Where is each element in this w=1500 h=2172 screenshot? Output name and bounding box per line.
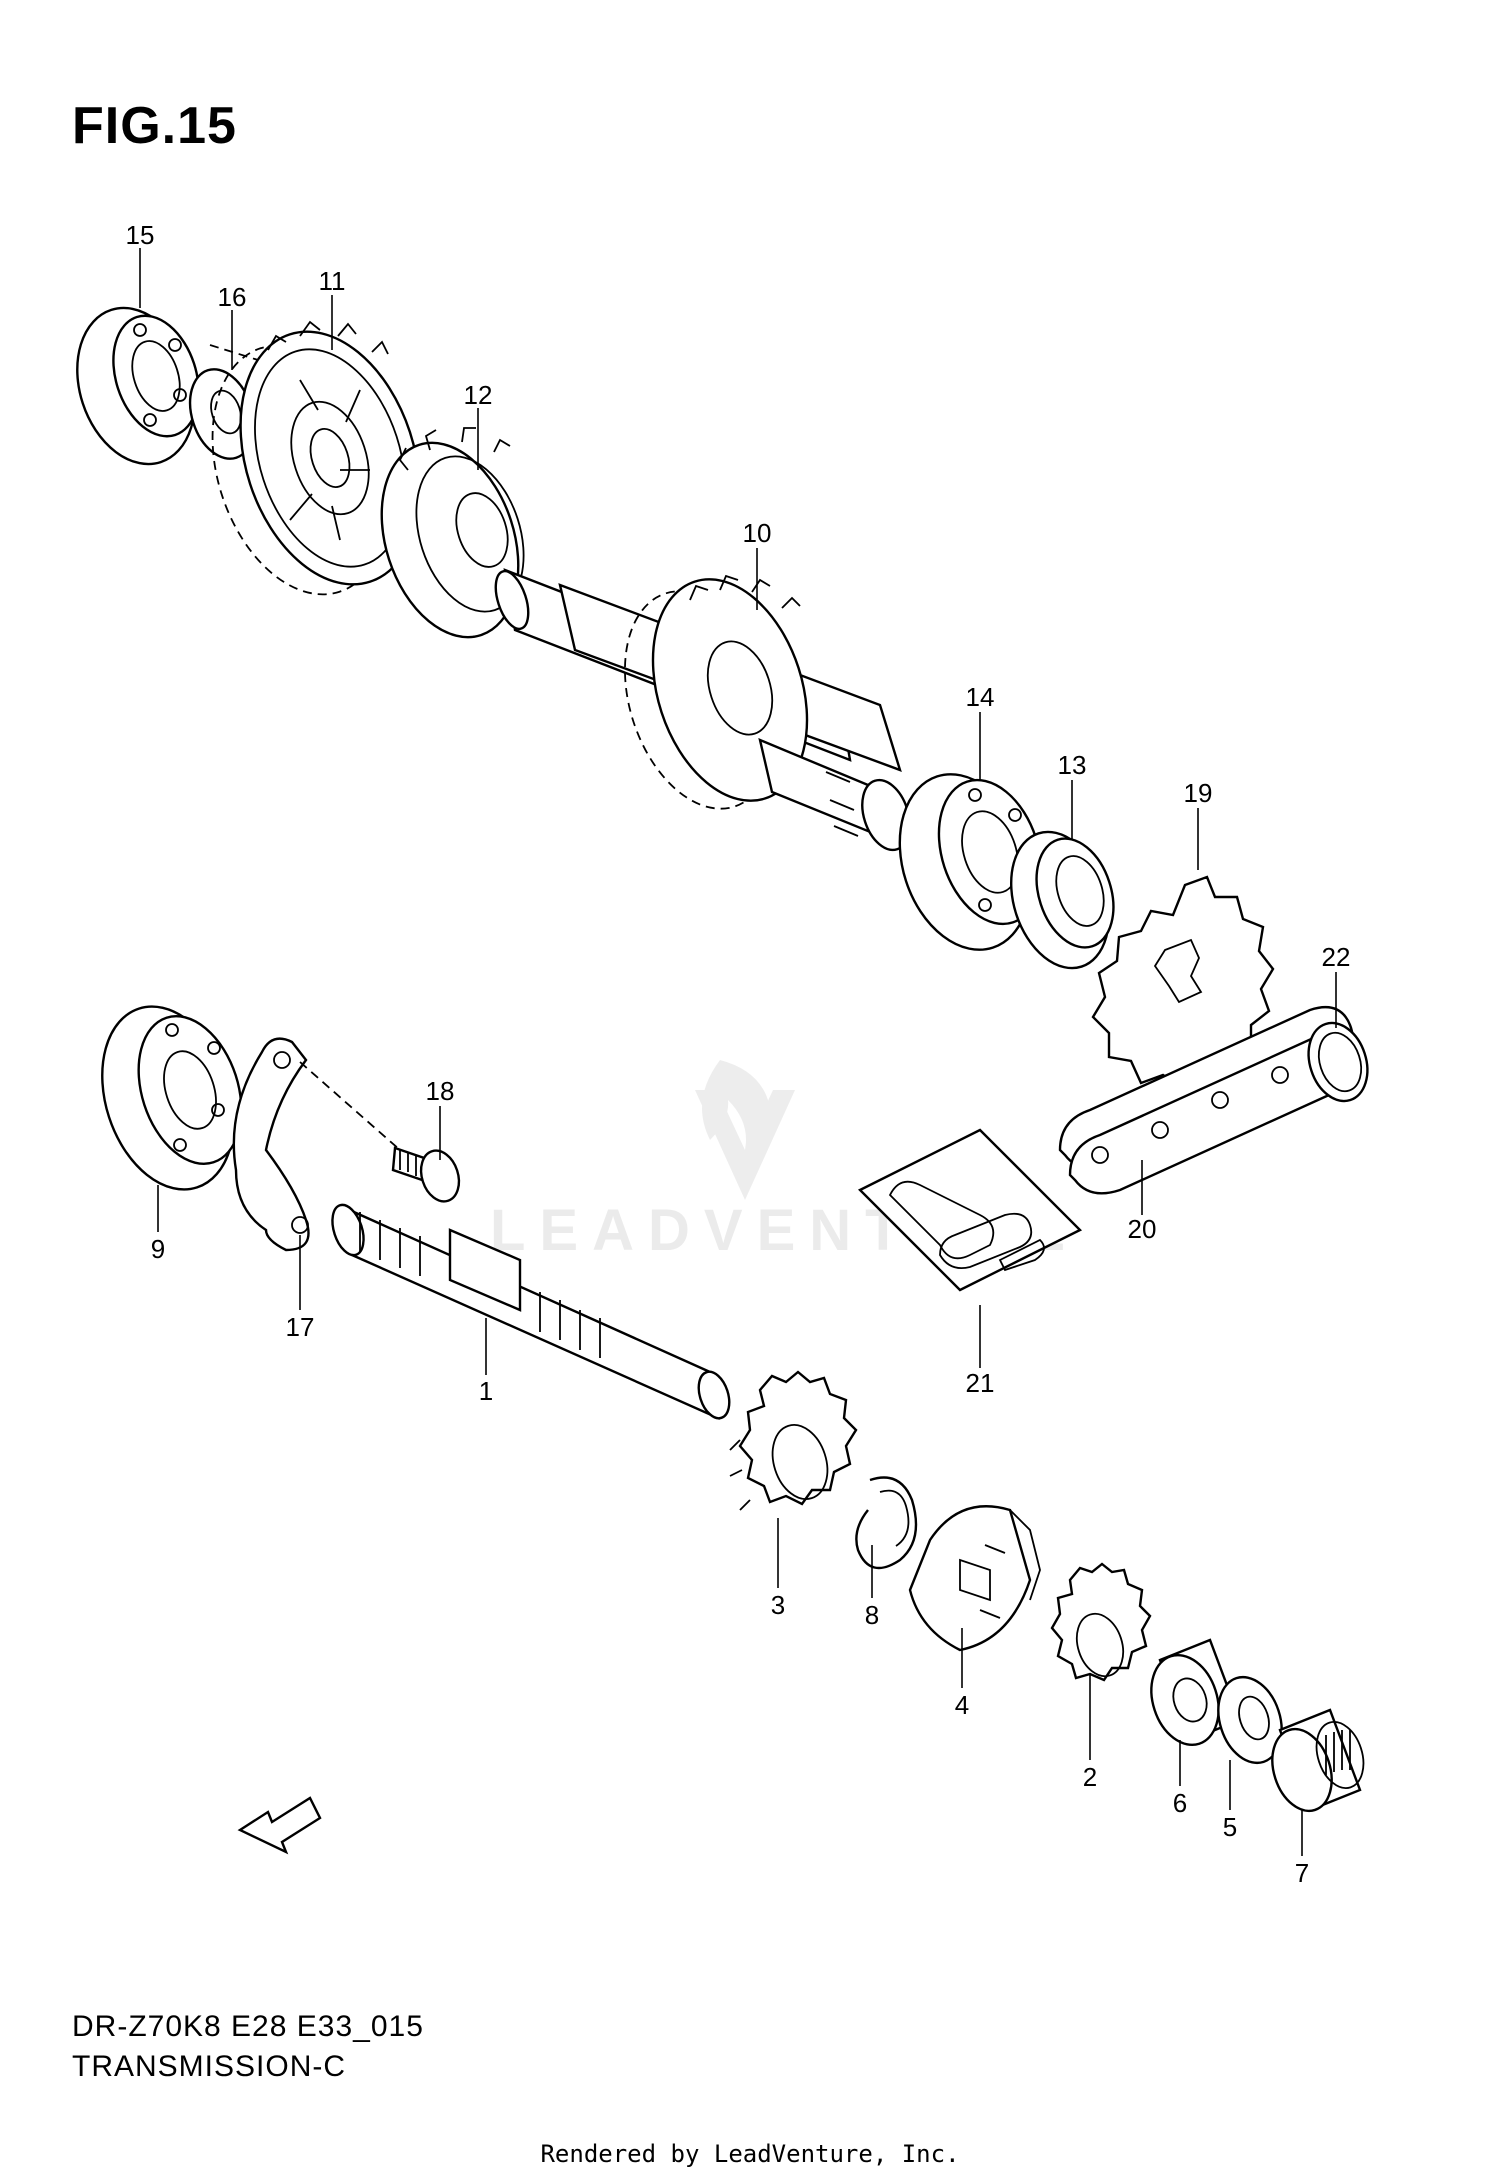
- callout-labels: 15 16 11 12 10 14 13 19 22 20 21 18 9 17…: [126, 220, 1351, 1888]
- callout-18: 18: [426, 1076, 455, 1106]
- washer-16: [188, 368, 256, 460]
- figure-title: FIG.15: [72, 97, 237, 155]
- oil-seal-13: [1009, 830, 1115, 970]
- shaft-10: [494, 568, 911, 852]
- clip-22: [1307, 1021, 1369, 1103]
- gear-3: [729, 1370, 858, 1511]
- callout-10: 10: [743, 518, 772, 548]
- callout-15: 15: [126, 220, 155, 250]
- callout-12: 12: [464, 380, 493, 410]
- washer-5: [1217, 1675, 1283, 1765]
- callout-2: 2: [1083, 1762, 1097, 1792]
- callout-6: 6: [1173, 1788, 1187, 1818]
- sleeve-4: [908, 1505, 1041, 1652]
- fwd-arrow-icon: FWD: [237, 1796, 322, 1855]
- section-name: TRANSMISSION-C: [72, 2050, 347, 2083]
- leadventure-watermark: LEADVENTURE: [490, 1060, 1065, 1263]
- callout-7: 7: [1295, 1858, 1309, 1888]
- upper-axis-dash: [209, 344, 259, 361]
- callout-3: 3: [771, 1590, 785, 1620]
- gear-12: [380, 427, 525, 639]
- callout-16: 16: [218, 282, 247, 312]
- gear-11: [211, 320, 421, 596]
- callout-14: 14: [966, 682, 995, 712]
- screw-18: [299, 1061, 461, 1203]
- callout-5: 5: [1223, 1812, 1237, 1842]
- retainer-17: [232, 1037, 310, 1252]
- bearing-9: [101, 1005, 243, 1191]
- callout-8: 8: [865, 1600, 879, 1630]
- circlip-8: [855, 1476, 918, 1570]
- drive-shaft-1: [331, 1203, 731, 1421]
- render-credit: Rendered by LeadVenture, Inc.: [540, 2140, 960, 2168]
- bearing-15: [76, 306, 200, 466]
- callout-19: 19: [1184, 778, 1213, 808]
- callout-22: 22: [1322, 942, 1351, 972]
- callout-17: 17: [286, 1312, 315, 1342]
- callout-11: 11: [319, 266, 346, 296]
- callout-leaders: [139, 248, 1337, 1856]
- callout-21: 21: [966, 1368, 995, 1398]
- callout-13: 13: [1058, 750, 1087, 780]
- callout-4: 4: [955, 1690, 969, 1720]
- model-code: DR-Z70K8 E28 E33_015: [72, 2010, 424, 2043]
- gear-2: [1050, 1562, 1152, 1682]
- drive-chain-20: [1058, 1005, 1364, 1195]
- needle-bearing-7: [1271, 1708, 1365, 1813]
- callout-1: 1: [479, 1376, 493, 1406]
- callout-20: 20: [1128, 1214, 1157, 1244]
- chain-joint-21: [857, 1128, 1083, 1292]
- callout-9: 9: [151, 1234, 165, 1264]
